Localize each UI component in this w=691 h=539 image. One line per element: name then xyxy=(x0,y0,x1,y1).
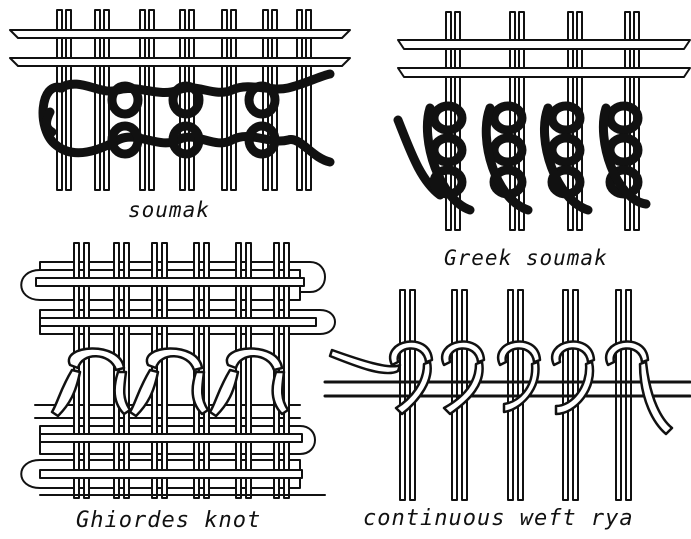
greek-soumak-weft-bars xyxy=(398,40,690,77)
continuous-weft-rya-caption: continuous weft rya xyxy=(363,506,634,531)
soumak-yarn xyxy=(43,74,330,162)
greek-soumak-panel xyxy=(398,12,690,230)
continuous-weft-rya-panel xyxy=(325,290,690,500)
soumak-panel xyxy=(10,10,350,190)
ghiordes-knot-panel xyxy=(21,243,335,498)
ghiordes-knot-caption: Ghiordes knot xyxy=(76,508,261,533)
soumak-caption: soumak xyxy=(128,198,210,222)
greek-soumak-caption: Greek soumak xyxy=(444,246,608,270)
